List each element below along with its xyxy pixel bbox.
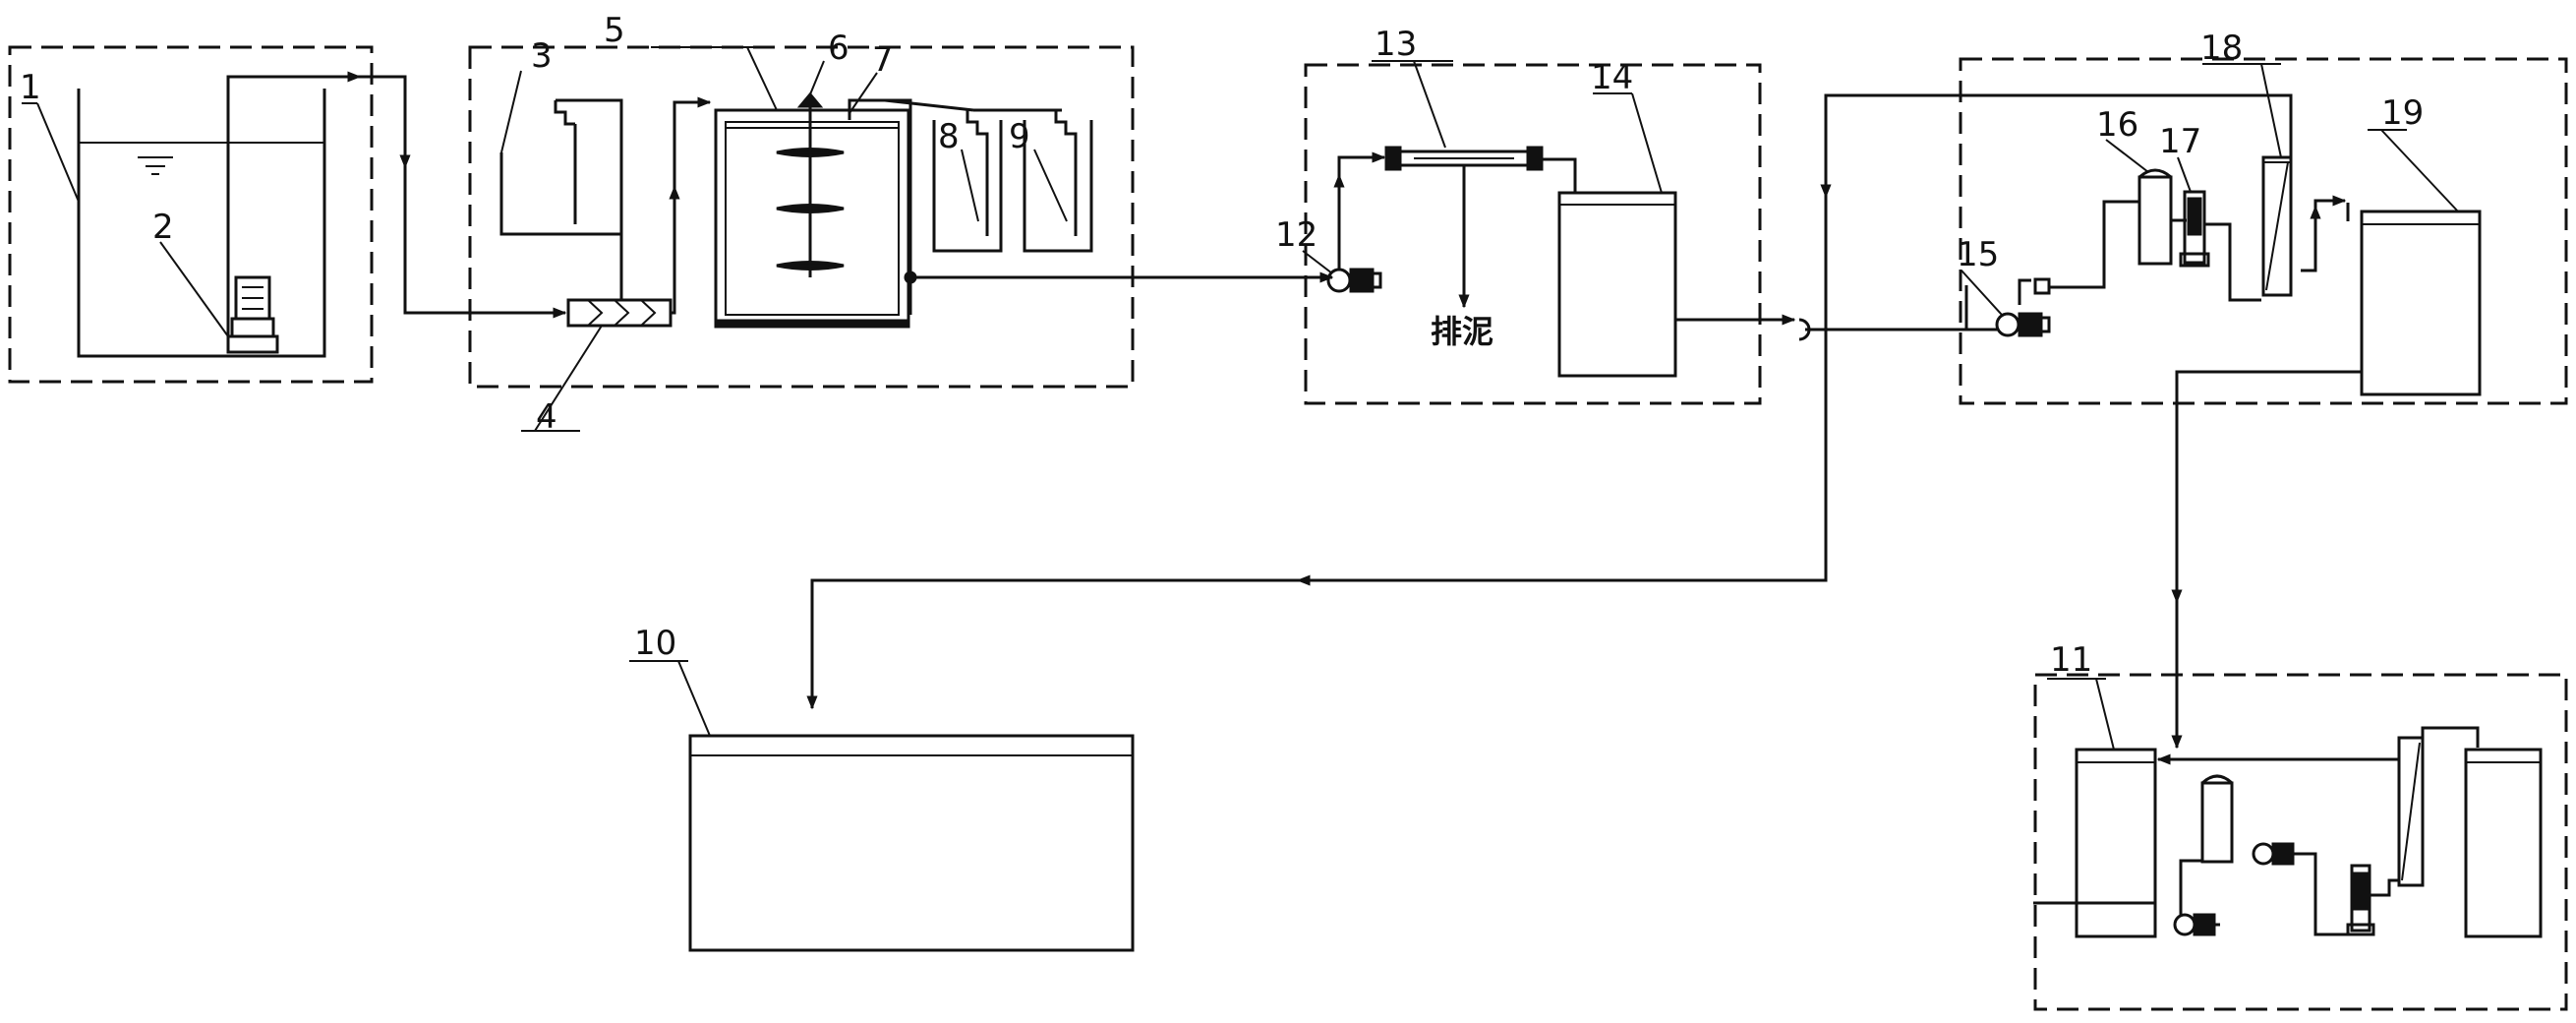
label-16: 16 — [2096, 105, 2138, 145]
dosing-tank-3 — [499, 98, 623, 236]
sludge-discharge-label: 排泥 — [1431, 313, 1493, 350]
pump-12 — [1326, 268, 1382, 293]
label-18: 18 — [2200, 29, 2243, 68]
label-11: 11 — [2050, 640, 2092, 680]
overflow-pipe-7 — [848, 98, 912, 315]
dashed-box-uf — [1959, 57, 2568, 405]
pipe-filter-to-tank14 — [1542, 157, 1577, 192]
pipe-uf-to-tank19 — [2301, 195, 2347, 272]
label-7: 7 — [872, 40, 894, 80]
label-19: 19 — [2381, 93, 2424, 133]
ro-membrane — [2397, 736, 2425, 887]
label18-leader-line — [2260, 63, 2282, 158]
pipe-tank19-to-tank11 — [2171, 370, 2362, 750]
static-mixer-4 — [566, 298, 673, 328]
label-14: 14 — [1591, 58, 1633, 97]
label-1: 1 — [20, 68, 41, 107]
dashed-box-ro — [2033, 673, 2568, 1011]
uf-membrane-18 — [2261, 155, 2293, 297]
reactor-tank-5 — [714, 108, 910, 329]
pipe-return-line — [806, 93, 2293, 710]
sump-tank — [77, 89, 326, 358]
settling-tank-8 — [884, 98, 1003, 253]
submersible-pump-2 — [226, 275, 279, 354]
dashed-box-reactor — [468, 45, 1135, 389]
label-2: 2 — [152, 208, 174, 247]
label-10: 10 — [634, 624, 676, 663]
tank-ro-right — [2464, 748, 2543, 938]
pipe-mixer-to-reactor — [671, 96, 712, 315]
dashed-box-sump — [8, 45, 374, 384]
label-12: 12 — [1275, 215, 1317, 255]
label-8: 8 — [938, 117, 960, 156]
label-13: 13 — [1375, 25, 1417, 64]
pipe-sump-to-mixer — [372, 75, 567, 319]
settling-tank-9 — [973, 108, 1093, 253]
label-6: 6 — [828, 29, 849, 68]
ro-pump-a — [2252, 842, 2295, 866]
agitator-6 — [776, 91, 845, 277]
tank-10 — [688, 734, 1135, 952]
cartridge-filter-16 — [2137, 168, 2173, 266]
ro-pump-b — [2173, 913, 2216, 936]
ro-cartridge — [2200, 774, 2234, 864]
tank-14 — [1557, 191, 1677, 378]
label-4: 4 — [536, 397, 557, 437]
tank-11 — [2075, 748, 2157, 938]
high-pressure-pump-17 — [2179, 190, 2210, 268]
label-3: 3 — [531, 36, 553, 76]
label-15: 15 — [1957, 235, 1999, 274]
label-9: 9 — [1009, 117, 1030, 156]
pump-15 — [1995, 312, 2051, 337]
label-17: 17 — [2159, 122, 2201, 161]
ro-hp-pump — [2346, 864, 2375, 936]
tank-19 — [2346, 203, 2482, 396]
pipe-sump-riser — [226, 75, 372, 336]
label-5: 5 — [604, 11, 625, 50]
dashed-box-filter — [1304, 63, 1762, 405]
